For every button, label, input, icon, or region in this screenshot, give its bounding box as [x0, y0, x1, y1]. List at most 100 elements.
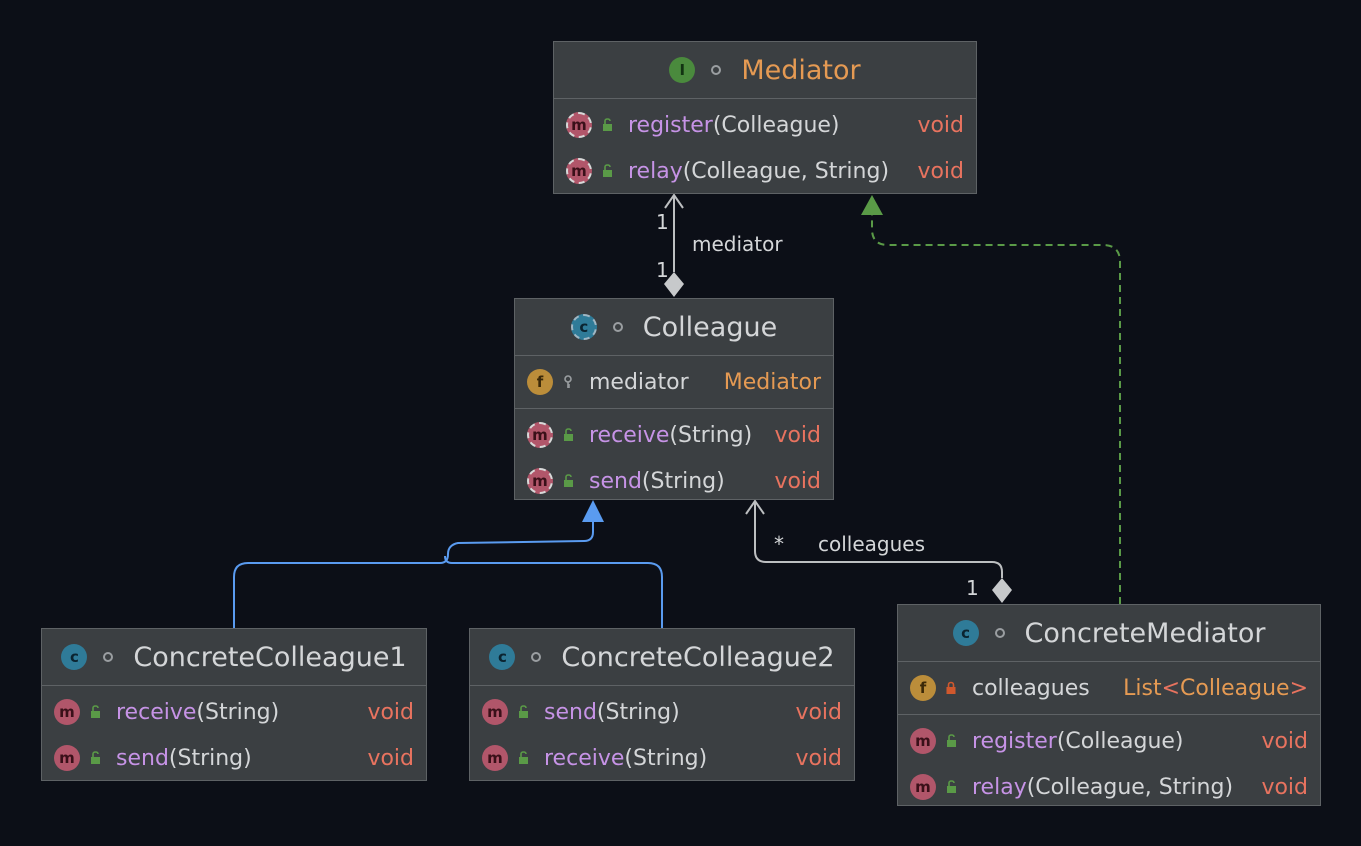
- methods-section: m send (String) void m receive (String) …: [470, 686, 854, 784]
- field-type: Mediator: [723, 369, 821, 395]
- field-icon: f: [910, 675, 936, 701]
- role-label: mediator: [692, 232, 783, 256]
- protected-key-icon: [561, 375, 575, 389]
- class-box-concrete-colleague1[interactable]: c ConcreteColleague1 m receive (String) …: [41, 628, 427, 781]
- public-lock-icon: [944, 734, 958, 748]
- method-row[interactable]: m send (String) void: [42, 735, 426, 781]
- method-name: send: [544, 699, 597, 725]
- method-row[interactable]: m register (Colleague) void: [898, 718, 1320, 764]
- method-row[interactable]: m relay (Colleague, String) void: [554, 148, 976, 194]
- return-type: void: [774, 468, 821, 494]
- field-type-inner: Colleague: [1180, 675, 1290, 701]
- edge-arrowhead-hollow-triangle: [582, 500, 604, 522]
- visibility-package-icon: [531, 652, 542, 662]
- return-type: void: [1261, 728, 1308, 754]
- field-name: mediator: [589, 369, 689, 395]
- class-name: ConcreteColleague2: [561, 641, 835, 673]
- class-header[interactable]: c ConcreteColleague1: [42, 629, 426, 686]
- class-icon: c: [489, 644, 516, 670]
- return-type: void: [774, 422, 821, 448]
- return-type: void: [1261, 774, 1308, 800]
- method-params: (String): [596, 699, 680, 725]
- method-row[interactable]: m register (Colleague) void: [554, 102, 976, 148]
- edge-diamond: [664, 272, 684, 297]
- method-row[interactable]: m send (String) void: [470, 689, 854, 735]
- class-name: ConcreteMediator: [1024, 617, 1266, 649]
- multiplicity-label: 1: [966, 576, 979, 600]
- edge-concretemediator-colleague: [754, 502, 1003, 578]
- return-type: void: [367, 699, 414, 725]
- return-type: void: [795, 745, 842, 771]
- class-name: ConcreteColleague1: [133, 641, 407, 673]
- public-lock-icon: [600, 118, 614, 132]
- methods-section: m receive (String) void m send (String) …: [515, 409, 833, 507]
- edge-inheritance-cc1: [233, 520, 594, 628]
- class-header[interactable]: c ConcreteMediator: [898, 605, 1320, 662]
- field-row[interactable]: f colleagues List<Colleague>: [898, 665, 1320, 711]
- method-params: (String): [669, 422, 753, 448]
- interface-icon: I: [669, 57, 696, 83]
- public-lock-icon: [561, 428, 575, 442]
- field-row[interactable]: f mediator Mediator: [515, 359, 833, 405]
- class-name: Mediator: [741, 54, 861, 86]
- field-name: colleagues: [972, 675, 1090, 701]
- methods-section: m register (Colleague) void m relay (Col…: [554, 99, 976, 197]
- method-params: (String): [624, 745, 708, 771]
- edge-arrowhead-open: [745, 499, 765, 515]
- visibility-package-icon: [711, 65, 722, 75]
- public-lock-icon: [516, 705, 530, 719]
- return-type: void: [917, 158, 964, 184]
- return-type: void: [795, 699, 842, 725]
- method-name: send: [116, 745, 169, 771]
- method-row[interactable]: m send (String) void: [515, 458, 833, 504]
- field-type-close: >: [1289, 675, 1308, 701]
- edge-diamond: [992, 578, 1012, 603]
- method-icon: m: [482, 699, 508, 725]
- method-name: relay: [972, 774, 1027, 800]
- fields-section: f colleagues List<Colleague>: [898, 662, 1320, 715]
- abstract-method-icon: m: [566, 112, 592, 138]
- method-name: relay: [628, 158, 683, 184]
- multiplicity-label: 1: [656, 210, 669, 234]
- method-row[interactable]: m receive (String) void: [515, 412, 833, 458]
- method-icon: m: [910, 774, 936, 800]
- method-name: receive: [589, 422, 670, 448]
- edge-realization: [871, 212, 1121, 604]
- class-icon: c: [952, 620, 979, 646]
- method-icon: m: [482, 745, 508, 771]
- class-box-concrete-mediator[interactable]: c ConcreteMediator f colleagues List<Col…: [897, 604, 1321, 806]
- class-box-concrete-colleague2[interactable]: c ConcreteColleague2 m send (String) voi…: [469, 628, 855, 781]
- method-name: receive: [116, 699, 197, 725]
- methods-section: m register (Colleague) void m relay (Col…: [898, 715, 1320, 813]
- method-params: (Colleague): [1056, 728, 1184, 754]
- class-header[interactable]: c Colleague: [515, 299, 833, 356]
- abstract-method-icon: m: [527, 468, 553, 494]
- public-lock-icon: [88, 751, 102, 765]
- method-params: (Colleague, String): [1026, 774, 1234, 800]
- public-lock-icon: [600, 164, 614, 178]
- visibility-package-icon: [612, 322, 623, 332]
- edge-inheritance-cc2: [444, 555, 663, 628]
- methods-section: m receive (String) void m send (String) …: [42, 686, 426, 784]
- method-row[interactable]: m receive (String) void: [470, 735, 854, 781]
- return-type: void: [917, 112, 964, 138]
- method-name: register: [972, 728, 1057, 754]
- class-header[interactable]: I Mediator: [554, 42, 976, 99]
- edge-arrowhead-hollow-triangle: [861, 195, 883, 215]
- method-name: send: [589, 468, 642, 494]
- return-type: void: [367, 745, 414, 771]
- role-label: colleagues: [818, 532, 926, 556]
- method-row[interactable]: m receive (String) void: [42, 689, 426, 735]
- method-row[interactable]: m relay (Colleague, String) void: [898, 764, 1320, 810]
- multiplicity-label: 1: [656, 258, 669, 282]
- field-type-open: <: [1161, 675, 1181, 701]
- class-box-mediator[interactable]: I Mediator m register (Colleague) void m…: [553, 41, 977, 194]
- class-header[interactable]: c ConcreteColleague2: [470, 629, 854, 686]
- field-type-outer: List: [1123, 675, 1162, 701]
- edge-arrowhead-open: [664, 193, 684, 209]
- public-lock-icon: [561, 474, 575, 488]
- abstract-method-icon: m: [566, 158, 592, 184]
- class-box-colleague[interactable]: c Colleague f mediator Mediator m receiv…: [514, 298, 834, 500]
- class-icon: c: [61, 644, 88, 670]
